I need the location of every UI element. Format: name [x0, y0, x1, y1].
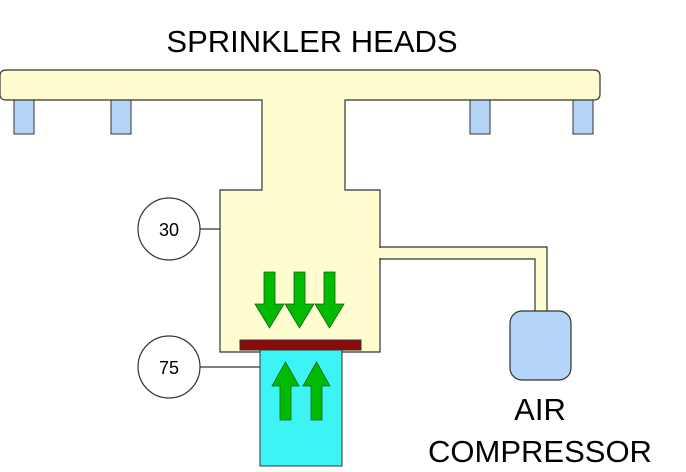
arrow-down-icon — [284, 271, 315, 329]
water-supply — [259, 344, 343, 467]
compressor-label-line1: AIR — [514, 392, 566, 427]
sprinkler-head — [110, 95, 132, 135]
arrow-up-icon — [271, 361, 331, 421]
arrow-up-icon — [302, 361, 331, 421]
gauge-top-value: 30 — [159, 220, 179, 240]
sprinkler-heads — [13, 95, 594, 135]
gauge-bottom-value: 75 — [159, 358, 179, 378]
sprinkler-head — [572, 95, 594, 135]
arrow-down-icon — [314, 271, 345, 329]
sprinkler-pipe-and-valve-body — [0, 69, 601, 353]
air-compressor-tank — [509, 310, 572, 381]
compressor-label-line2: COMPRESSOR — [428, 434, 652, 469]
sprinkler-head — [469, 95, 491, 135]
arrow-up-icon — [271, 361, 300, 421]
valve-clapper — [239, 339, 362, 351]
arrow-down-icon — [254, 271, 345, 329]
diagram-title: SPRINKLER HEADS — [166, 24, 457, 59]
air-line — [379, 246, 548, 313]
sprinkler-head — [13, 95, 35, 135]
gauge-top: 30 — [137, 197, 220, 261]
arrow-down-icon — [254, 271, 285, 329]
gauge-bottom: 75 — [137, 335, 260, 399]
